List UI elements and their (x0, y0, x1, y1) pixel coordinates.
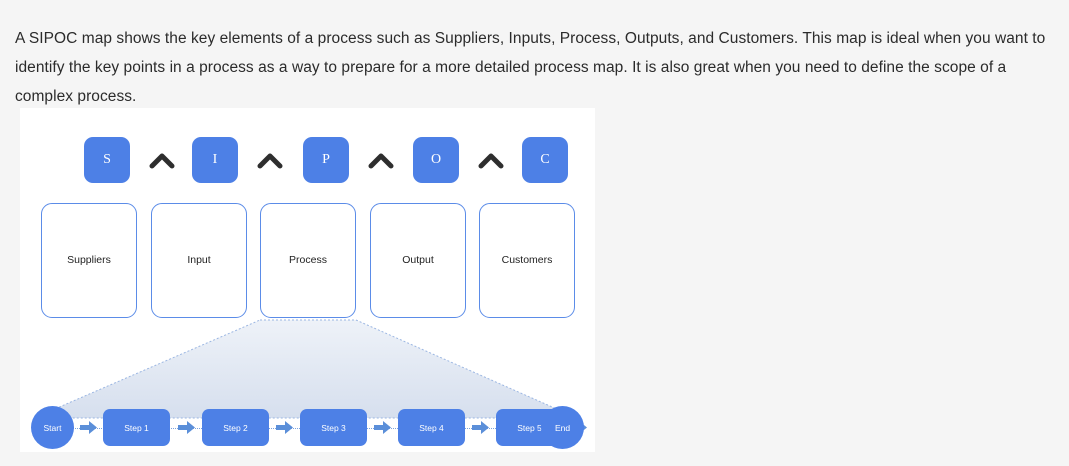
flow-node-step-1-label: Step 1 (124, 422, 149, 433)
category-box-customers[interactable]: Customers (479, 203, 575, 318)
category-box-customers-label: Customers (501, 254, 553, 266)
flow-node-start-label: Start (43, 422, 62, 433)
chevron-up-icon-4 (477, 150, 505, 170)
arrow-right-icon-3 (276, 420, 293, 435)
arrow-right-icon-5 (472, 420, 489, 435)
flow-node-step-4[interactable]: Step 4 (398, 409, 465, 446)
category-box-output[interactable]: Output (370, 203, 466, 318)
letter-chip-s[interactable]: S (84, 137, 130, 183)
sipoc-letter-row: S I P O (20, 108, 595, 198)
letter-chip-o-label: O (430, 152, 442, 167)
category-box-process[interactable]: Process (260, 203, 356, 318)
letter-chip-i-label: I (212, 152, 218, 167)
flow-node-step-3-label: Step 3 (321, 422, 346, 433)
flow-node-step-4-label: Step 4 (419, 422, 444, 433)
flow-node-step-3[interactable]: Step 3 (300, 409, 367, 446)
chevron-up-icon-2 (256, 150, 284, 170)
category-box-process-label: Process (289, 254, 327, 266)
flow-node-step-2-label: Step 2 (223, 422, 248, 433)
category-box-input-label: Input (187, 254, 211, 266)
letter-chip-c[interactable]: C (522, 137, 568, 183)
flow-node-end-label: End (554, 422, 571, 433)
category-box-suppliers[interactable]: Suppliers (41, 203, 137, 318)
letter-chip-p-label: P (322, 152, 330, 167)
chevron-up-icon-3 (367, 150, 395, 170)
flow-node-step-5-label: Step 5 (517, 422, 542, 433)
arrow-right-icon-4 (374, 420, 391, 435)
letter-chip-i[interactable]: I (192, 137, 238, 183)
chevron-up-icon-1 (148, 150, 176, 170)
sipoc-category-row: Suppliers Input Process Output Customers (20, 203, 595, 323)
category-box-suppliers-label: Suppliers (67, 254, 111, 266)
letter-chip-o[interactable]: O (413, 137, 459, 183)
sipoc-diagram-card: S I P O (20, 108, 595, 452)
flow-node-step-2[interactable]: Step 2 (202, 409, 269, 446)
flow-node-end[interactable]: End (541, 406, 584, 449)
letter-chip-c-label: C (540, 152, 550, 167)
letter-chip-s-label: S (103, 152, 111, 167)
flow-node-step-1[interactable]: Step 1 (103, 409, 170, 446)
arrow-right-icon-1 (80, 420, 97, 435)
category-box-output-label: Output (402, 254, 434, 266)
letter-chip-p[interactable]: P (303, 137, 349, 183)
flow-node-start[interactable]: Start (31, 406, 74, 449)
arrow-right-icon-2 (178, 420, 195, 435)
category-box-input[interactable]: Input (151, 203, 247, 318)
process-step-flow: Start Step 1 Step 2 Step 3 (20, 406, 595, 452)
intro-paragraph: A SIPOC map shows the key elements of a … (15, 29, 1046, 105)
